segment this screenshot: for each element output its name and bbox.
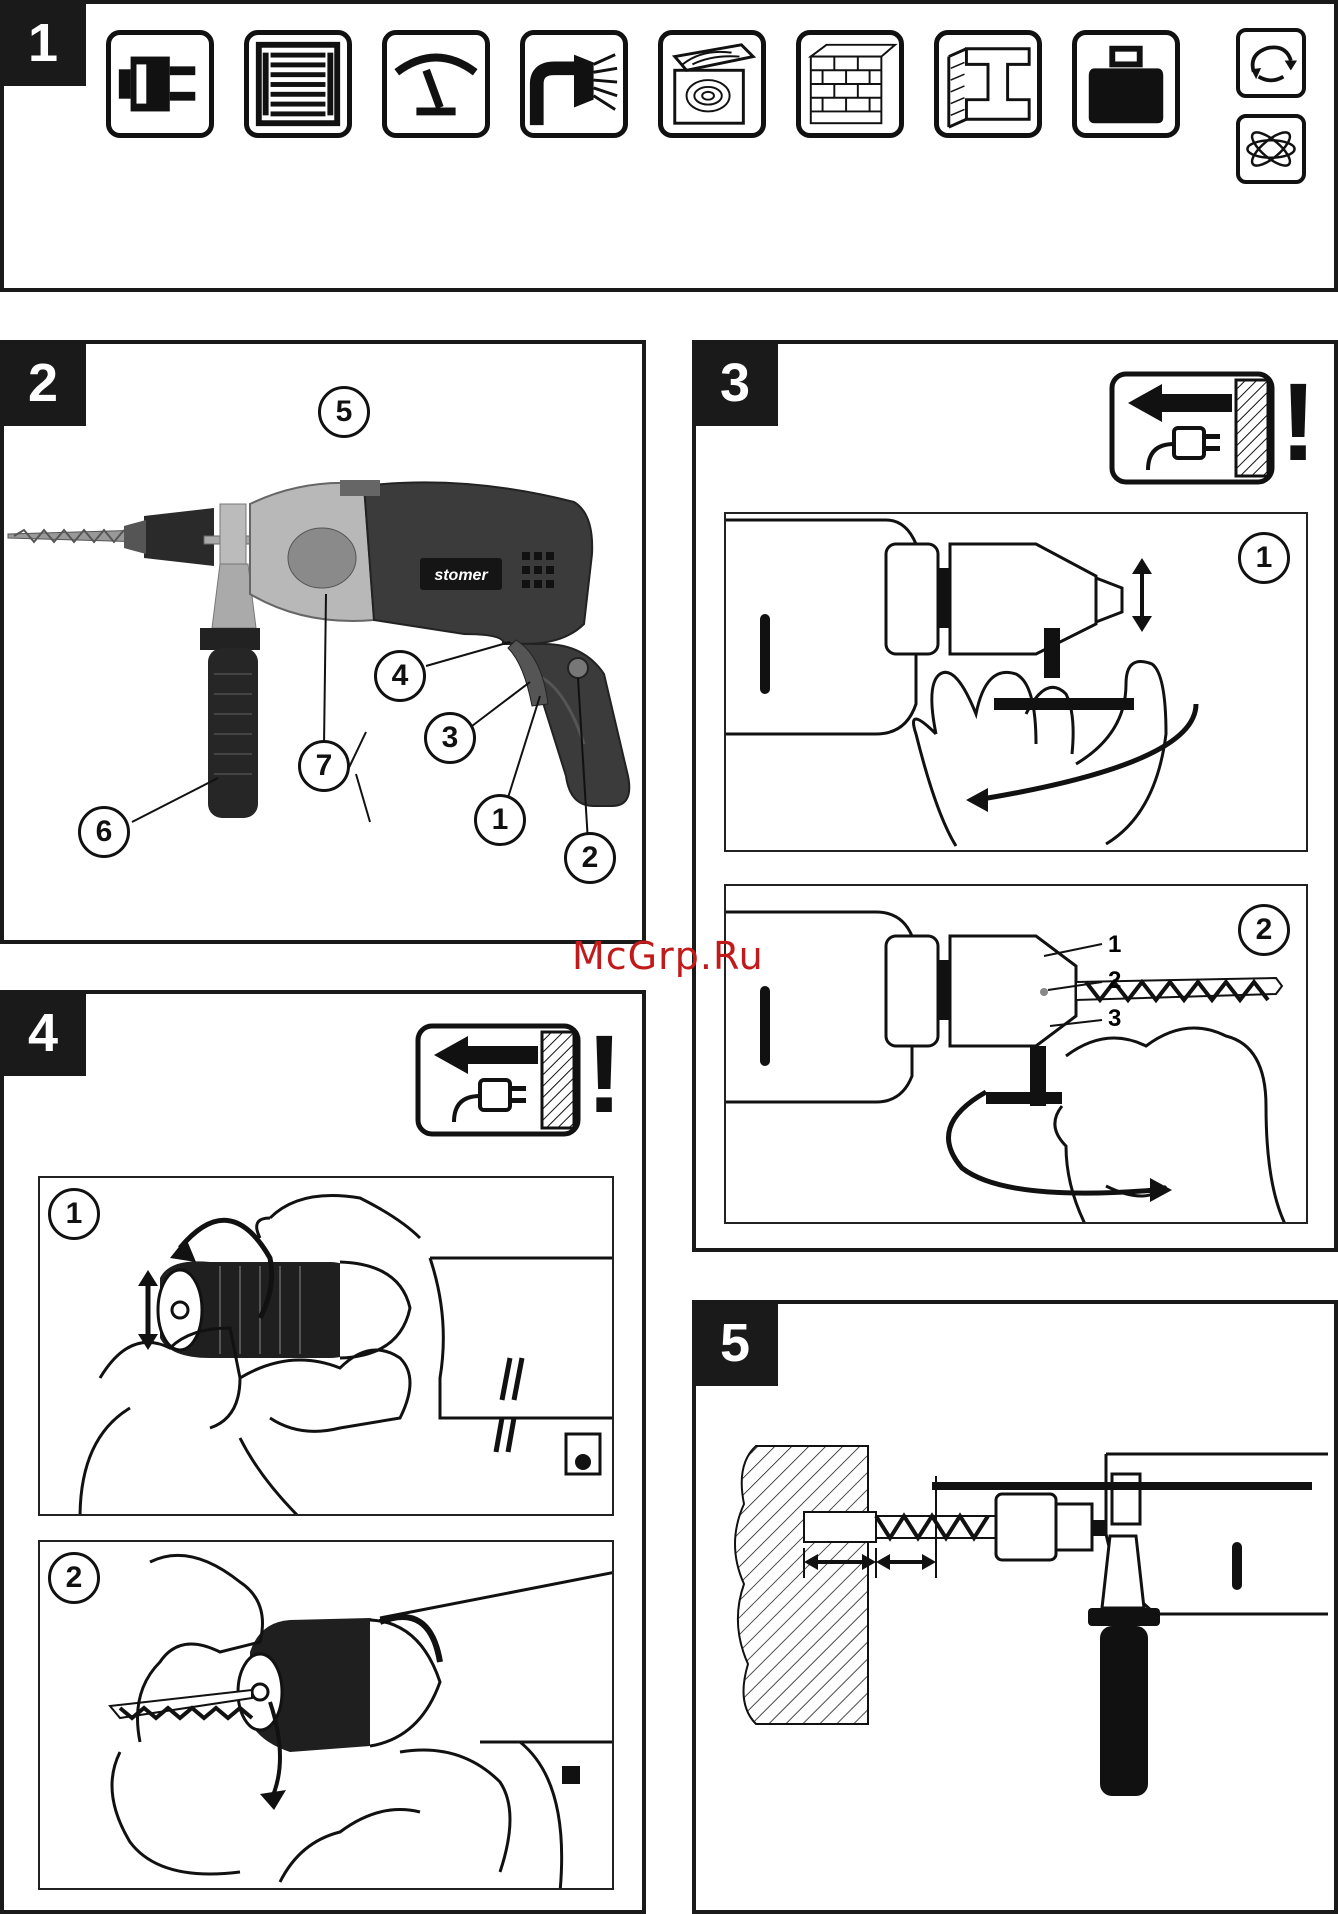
- unplug-warning-icon: [414, 1022, 584, 1142]
- callout-6: 6: [78, 806, 130, 858]
- brick-icon: [796, 30, 904, 138]
- unplug-warning-icon: [1108, 370, 1278, 490]
- step-panel-2: 1 2 3 2: [724, 884, 1308, 1224]
- weight-icon: [1072, 30, 1180, 138]
- step-number-2: 2: [48, 1552, 100, 1604]
- callout-1: 1: [474, 794, 526, 846]
- chuck-label-3: 3: [1108, 1005, 1121, 1032]
- watermark-text: McGrp.Ru: [572, 934, 764, 978]
- panel-5: 5: [692, 1300, 1338, 1914]
- step-number-1: 1: [48, 1188, 100, 1240]
- exclamation-mark: !: [1280, 368, 1317, 478]
- panel-2: 2 stomer: [0, 340, 646, 944]
- chuck-icon: [520, 30, 628, 138]
- keyless-chuck-open-illustration: [40, 1178, 614, 1516]
- keyless-chuck-tighten-illustration: [40, 1542, 614, 1890]
- exclamation-mark: !: [586, 1020, 623, 1130]
- panel-1: 1: [0, 0, 1338, 292]
- plug-icon: [106, 30, 214, 138]
- rotation-icon: [1236, 28, 1306, 98]
- callout-2: 2: [564, 832, 616, 884]
- chuck-label-2: 2: [1108, 967, 1121, 994]
- step-panel-2: 2: [38, 1540, 614, 1890]
- wood-icon: [658, 30, 766, 138]
- drill-bit-insert-illustration: 1 2 3: [726, 886, 1308, 1224]
- callout-7: 7: [298, 740, 350, 792]
- step-panel-1: 1: [38, 1176, 614, 1516]
- callout-5: 5: [318, 386, 370, 438]
- metal-beam-icon: [934, 30, 1042, 138]
- chuck-key-tighten-illustration: [726, 514, 1308, 852]
- step-number-2: 2: [1238, 904, 1290, 956]
- panel-3: 3 ! 1: [692, 340, 1338, 1252]
- callout-3: 3: [424, 712, 476, 764]
- depth-stop-illustration: [696, 1304, 1336, 1914]
- step-number-1: 1: [1238, 532, 1290, 584]
- speed-gauge-icon: [382, 30, 490, 138]
- motor-icon: [244, 30, 352, 138]
- chuck-label-1: 1: [1108, 931, 1121, 958]
- brand-label: stomer: [434, 567, 488, 584]
- step-panel-1: 1: [724, 512, 1308, 852]
- panel-number: 4: [0, 990, 86, 1076]
- panel-number: 1: [0, 0, 86, 86]
- vibration-icon: [1236, 114, 1306, 184]
- callout-4: 4: [374, 650, 426, 702]
- panel-4: 4 ! 1: [0, 990, 646, 1914]
- panel-number: 3: [692, 340, 778, 426]
